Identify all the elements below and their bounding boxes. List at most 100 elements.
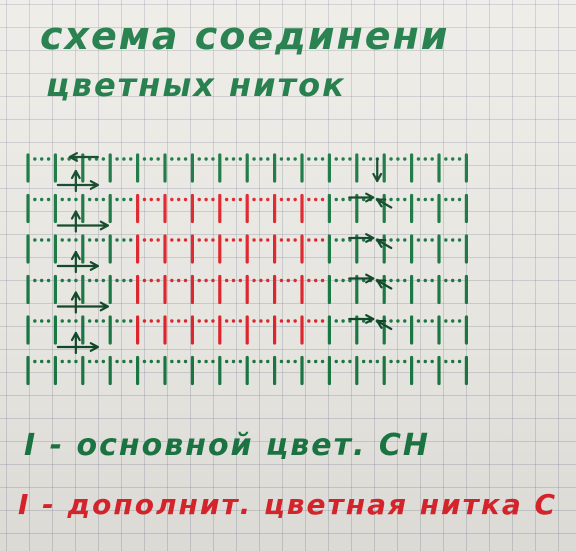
chain-dot [60,359,64,364]
chain-dot [204,238,208,242]
chain-dot [211,359,215,364]
chain-dot [67,197,71,202]
chain-dot [341,359,345,364]
chain-dot [197,319,201,323]
carry-arrow-diagonal-head [376,279,387,289]
chain-dot [156,157,160,161]
carry-arrow-left-head [99,220,109,231]
chain-dot [211,238,215,242]
chain-dot [149,157,153,161]
chain-dot [94,238,99,242]
chain-dot [74,359,78,364]
chain-dot [423,157,427,161]
chain-dot [314,278,318,283]
chain-dot [74,278,78,283]
chain-dot [334,359,338,364]
chain-dot [231,278,236,283]
chain-dot [307,319,311,323]
chain-dot [40,319,44,323]
chain-dot [314,157,318,161]
chain-dot [341,238,345,242]
chain-dot [341,157,345,161]
chain-dot [142,197,147,202]
chain-dot [320,359,325,364]
chain-dot [40,197,44,202]
carry-arrow-diagonal [376,198,393,209]
chain-dot [457,278,462,283]
chain-dot [115,359,119,364]
chain-dot [115,319,119,323]
chain-dot [87,238,92,242]
chain-dot [259,278,263,283]
chain-dot [293,359,297,364]
chain-dot [279,319,284,323]
chain-dot [238,238,243,242]
chain-dot [444,359,448,364]
chain-dot [156,359,160,364]
carry-arrow-up-head [70,250,81,261]
chain-dot [177,319,181,323]
chain-dot [204,278,208,283]
chain-dot [457,238,462,242]
chain-dot [183,319,188,323]
chain-dot [361,319,366,323]
chain-dot [430,359,434,364]
chain-dot [224,278,229,283]
chain-dot [129,319,133,323]
chain-dot [430,238,434,242]
chain-dot [197,278,201,283]
chain-dot [224,157,229,161]
chain-dot [314,319,318,323]
chain-dot [266,359,270,364]
chain-dot [320,157,325,161]
chain-dot [204,319,208,323]
chain-dot [101,238,106,242]
chain-dot [286,319,290,323]
carry-arrow-diagonal-head [376,319,387,329]
chain-dot [177,359,181,364]
chain-dot [156,319,160,323]
chain-dot [307,359,311,364]
carry-arrow-left-head [89,180,99,190]
chain-dot [348,359,352,364]
carry-arrow-diagonal [376,279,393,290]
chain-dot [361,278,366,283]
chain-dot [67,359,71,364]
chain-dot [423,319,427,323]
chain-dot [279,157,284,161]
chain-dot [423,278,427,283]
chain-dot [197,238,201,242]
chain-dot [238,319,243,323]
chain-dot [142,319,147,323]
carry-arrow-up-head [70,169,81,180]
chain-dot [293,319,297,323]
chain-dot [416,238,421,242]
chain-dot [320,238,325,242]
chain-dot [266,319,270,323]
chain-dot [252,319,256,323]
chain-dot [67,319,71,323]
chain-dot [60,278,64,283]
chain-dot [416,197,421,202]
chain-dot [375,359,380,364]
chain-dot [279,359,284,364]
chain-dot [279,278,284,283]
chain-dot [115,278,119,283]
chain-dot [101,278,106,283]
chain-dot [266,197,270,202]
carry-arrow-right-head [365,233,375,243]
chain-dot [101,157,106,161]
chain-dot [177,238,181,242]
return-arrow-top-head [68,152,78,162]
chain-dot [252,197,256,202]
chain-dot [286,238,290,242]
chain-dot [389,319,393,323]
chain-dot [266,278,270,283]
chain-dot [259,157,263,161]
chain-dot [279,238,284,242]
chain-dot [142,238,147,242]
chain-dot [320,278,325,283]
carry-arrow-right-head [365,192,375,203]
